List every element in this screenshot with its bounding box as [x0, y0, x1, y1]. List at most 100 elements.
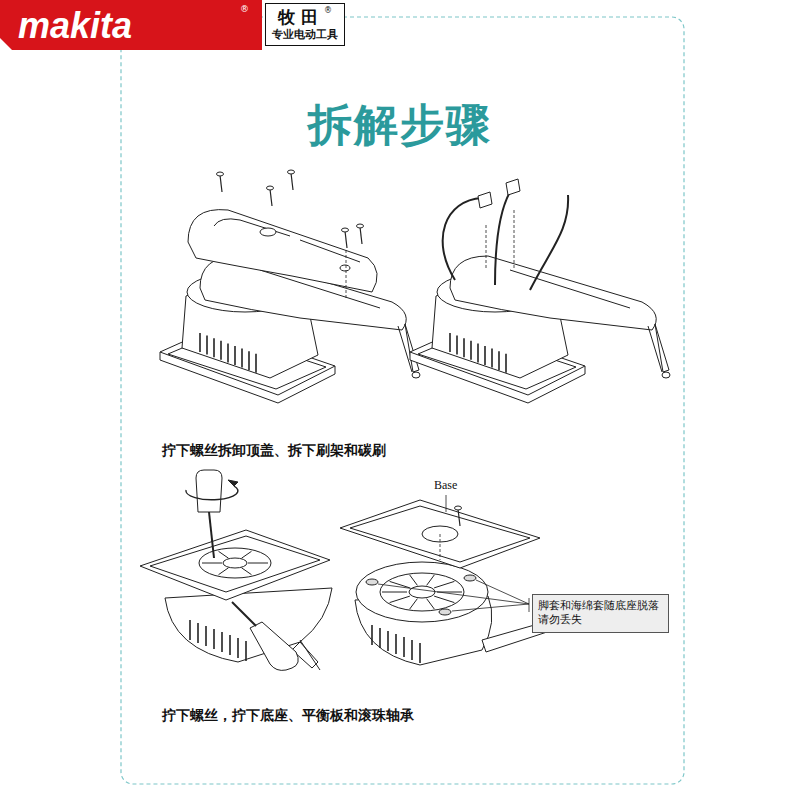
- vent-slot: [484, 346, 486, 365]
- cord: [655, 324, 669, 372]
- switch: [260, 228, 276, 236]
- screwdriver-shaft: [232, 602, 256, 626]
- part-name: Base: [434, 478, 457, 492]
- screw: [220, 175, 222, 192]
- leader-line: [378, 584, 529, 604]
- fan-blade: [248, 563, 268, 564]
- sander-base-removed-view: [340, 495, 552, 665]
- note-text: 脚套和海绵套随底座脱落 请勿丢失: [538, 599, 662, 628]
- vent-slot: [220, 341, 222, 360]
- screw: [360, 227, 362, 244]
- base-rim: [350, 506, 530, 562]
- screwdriver-handle: [250, 622, 298, 670]
- logo-band: [0, 0, 262, 50]
- top-cover: [188, 210, 377, 292]
- vent-slot: [227, 343, 229, 362]
- cover-grip: [214, 219, 290, 236]
- foot-sleeve: [464, 575, 476, 581]
- screw-head: [288, 170, 295, 174]
- vent-slot: [255, 354, 257, 373]
- registered-mark: ®: [324, 6, 332, 16]
- fan-blade: [242, 551, 252, 558]
- vent-slot: [411, 640, 413, 660]
- vent-slot: [234, 346, 236, 365]
- base-plate: [140, 530, 330, 600]
- vent-slot: [199, 333, 201, 352]
- cord-end: [662, 372, 670, 378]
- vent-slot: [463, 338, 465, 357]
- wire: [530, 195, 568, 290]
- vent-slot: [213, 629, 215, 649]
- ball-bearing: [223, 558, 247, 568]
- screw: [270, 189, 272, 206]
- carbon-brush: [478, 192, 492, 208]
- vent-slot: [387, 631, 389, 651]
- brand-box: 牧田® 专业电动工具: [265, 3, 345, 46]
- vent-slot: [470, 341, 472, 360]
- brand-logo: makita: [18, 4, 132, 47]
- rotation-arrow: [186, 486, 238, 500]
- fan-blade: [242, 568, 252, 575]
- leader-line: [529, 598, 530, 612]
- balance-plate: [380, 573, 464, 611]
- fan-blade: [382, 592, 407, 593]
- cord: [300, 640, 320, 670]
- vent-slot: [456, 336, 458, 355]
- fan-blade: [202, 563, 222, 564]
- vent-slot: [206, 336, 208, 355]
- vent-slot: [371, 625, 373, 645]
- vent-slot: [245, 641, 247, 661]
- screw-head: [267, 186, 274, 190]
- sander-top-cover-view: [160, 170, 420, 403]
- lower-handle: [450, 256, 656, 330]
- screw: [458, 509, 460, 526]
- balance-plate: [199, 548, 271, 578]
- base-rim: [150, 536, 320, 592]
- fan-blade: [434, 581, 454, 587]
- screw-head: [342, 228, 349, 232]
- screwdriver-shaft: [209, 512, 214, 558]
- fan-blade: [410, 575, 418, 585]
- vent-slot: [237, 638, 239, 658]
- guide-line: [346, 250, 347, 300]
- ball-bearing: [409, 586, 435, 598]
- vent-slot: [449, 333, 451, 352]
- vent-slot: [221, 632, 223, 652]
- vent-slot: [197, 623, 199, 643]
- screw: [291, 173, 293, 190]
- screw-head: [357, 224, 364, 228]
- vent-slot: [419, 643, 421, 663]
- cover-grip: [300, 240, 360, 262]
- brand-name: 牧田: [278, 6, 324, 28]
- vent-slot: [241, 349, 243, 368]
- foot-sleeve: [366, 579, 378, 585]
- vent-slot: [505, 354, 507, 373]
- cord: [405, 324, 419, 372]
- base-plate: [340, 500, 540, 568]
- vent-slot: [213, 338, 215, 357]
- vent-slot: [229, 635, 231, 655]
- fan-blade: [434, 596, 454, 602]
- screwdriver-handle: [196, 470, 222, 512]
- note-box: 脚套和海绵套随底座脱落 请勿丢失: [532, 594, 669, 633]
- vent-slot: [491, 349, 493, 368]
- vent-slot: [205, 626, 207, 646]
- vent-slot: [248, 351, 250, 370]
- guide-line: [486, 225, 487, 268]
- handle-rib: [510, 270, 630, 308]
- brand-tagline: 专业电动工具: [272, 28, 338, 42]
- fan-blade: [427, 599, 435, 609]
- vent-slot: [395, 634, 397, 654]
- step-caption: 拧下螺丝，拧下底座、平衡板和滚珠轴承: [162, 707, 414, 723]
- foot-sleeve: [439, 609, 451, 615]
- cover-hole: [340, 265, 350, 271]
- guide-line: [514, 210, 515, 268]
- screw: [345, 231, 347, 248]
- fan-blade: [219, 551, 229, 558]
- leader-line: [452, 604, 529, 611]
- vent-slot: [403, 637, 405, 657]
- fan-blade: [390, 596, 410, 602]
- leader-line: [446, 495, 447, 512]
- arrow-head: [228, 480, 238, 486]
